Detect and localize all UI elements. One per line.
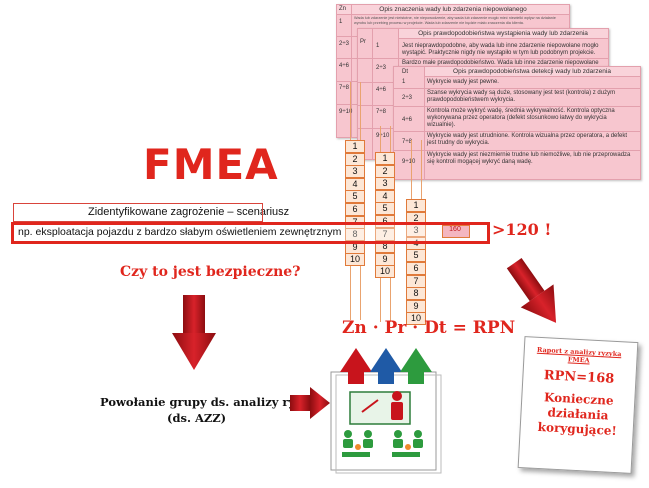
detection-row-text: Szanse wykrycia wady są duże, stosowany … [427, 90, 616, 103]
probability-cell: 3 [375, 177, 395, 191]
detection-code: 2÷3 [402, 95, 412, 101]
probability-cell: 4 [375, 189, 395, 203]
probability-cell: 10 [375, 265, 395, 279]
right-arrow-icon [290, 387, 330, 419]
formula-dot: · [412, 318, 419, 338]
detection-cell: 8 [406, 287, 426, 301]
severity-code: 2÷3 [339, 41, 349, 47]
probability-code: 2÷3 [376, 65, 386, 71]
team-call-line1: Powołanie grupy ds. analizy ryzyka [100, 395, 324, 409]
detection-row-text: Wykrycie wady jest niezmiernie trudne lu… [427, 152, 631, 165]
scenario-outline [13, 203, 263, 222]
severity-cell: 1 [345, 140, 365, 153]
detection-code: 1 [402, 79, 406, 85]
rpn-threshold: >120 ! [492, 220, 552, 239]
severity-cell: 4 [345, 177, 365, 191]
probability-table-title: Opis prawdopodobieństwa wystąpienia wady… [398, 29, 608, 39]
probability-cell: 7 [375, 227, 395, 241]
scenario-text: np. eksploatacja pojazdu z bardzo słabym… [18, 226, 342, 238]
rpn-value-box [442, 225, 470, 238]
detection-table: Opis prawdopodobieństwa detekcji wady lu… [393, 66, 641, 180]
scenario-row-highlight [11, 222, 490, 244]
severity-col-head: Zn [339, 6, 347, 12]
rpn-value: 160 [449, 226, 461, 233]
formula-zn: Zn [342, 318, 367, 338]
severity-table-title: Opis znaczenia wady lub zdarzenia niepow… [337, 5, 569, 15]
probability-cell: 1 [375, 152, 395, 165]
detection-cell: 9 [406, 299, 426, 313]
safety-question: Czy to jest bezpieczne? [120, 264, 301, 280]
team-call-line2: (ds. AZZ) [167, 411, 227, 425]
probability-code: 4÷6 [376, 87, 386, 93]
detection-cell: 1 [406, 199, 426, 212]
detection-cell: 6 [406, 262, 426, 275]
probability-code: 9÷10 [376, 133, 390, 139]
severity-cell: 8 [345, 228, 365, 242]
scenario-heading: Zidentyfikowane zagrożenie – scenariusz [88, 206, 290, 218]
team-meeting-icon [330, 348, 442, 474]
detection-code: 7÷8 [402, 139, 412, 145]
probability-cell: 9 [375, 252, 395, 266]
fmea-title: FMEA [143, 140, 279, 189]
detection-row-text: Wykrycie wady jest utrudnione. Kontrola … [427, 133, 628, 146]
formula-dot: · [372, 318, 379, 338]
detection-col-head: Dt [402, 69, 408, 75]
detection-code: 9÷10 [402, 159, 416, 165]
formula-dt: Dt [424, 318, 447, 338]
probability-row-text: Bardzo małe prawdopodobieństwo. Wada lub… [402, 60, 599, 66]
severity-cell: 6 [345, 203, 365, 216]
severity-cell: 5 [345, 190, 365, 204]
detection-code: 4÷6 [402, 117, 412, 123]
severity-cell: 3 [345, 165, 365, 179]
probability-code: 1 [376, 43, 380, 49]
down-arrow-icon [172, 295, 216, 370]
probability-code: 7÷8 [376, 109, 386, 115]
probability-cell: 2 [375, 164, 395, 178]
severity-cell: 2 [345, 152, 365, 166]
severity-code: 7÷8 [339, 85, 349, 91]
detection-table-title: Opis prawdopodobieństwa detekcji wady lu… [424, 67, 640, 77]
probability-col-head: Pr [360, 39, 366, 45]
formula-pr: Pr [384, 318, 407, 338]
rpn-formula: Zn · Pr · Dt = RPN [342, 318, 515, 338]
diagonal-arrow-icon [506, 257, 557, 323]
severity-row-text: Wada lub zdarzenie jest nieistotne, nie … [354, 16, 556, 25]
detection-cell: 7 [406, 274, 426, 288]
probability-row-text: Jest nieprawdopodobne, aby wada lub inne… [402, 43, 599, 56]
detection-row-text: Wykrycie wady jest pewne. [427, 79, 499, 85]
formula-eq: = RPN [452, 318, 516, 338]
severity-cell: 10 [345, 253, 365, 267]
detection-cell: 2 [406, 211, 426, 225]
severity-code: 4÷6 [339, 63, 349, 69]
detection-row-text: Kontrola może wykryć wadę, średnia wykry… [427, 108, 615, 128]
probability-cell: 5 [375, 202, 395, 216]
detection-cell: 5 [406, 249, 426, 263]
detection-cell: 10 [406, 312, 426, 326]
severity-code: 9÷10 [339, 109, 353, 115]
severity-code: 1 [339, 19, 343, 25]
